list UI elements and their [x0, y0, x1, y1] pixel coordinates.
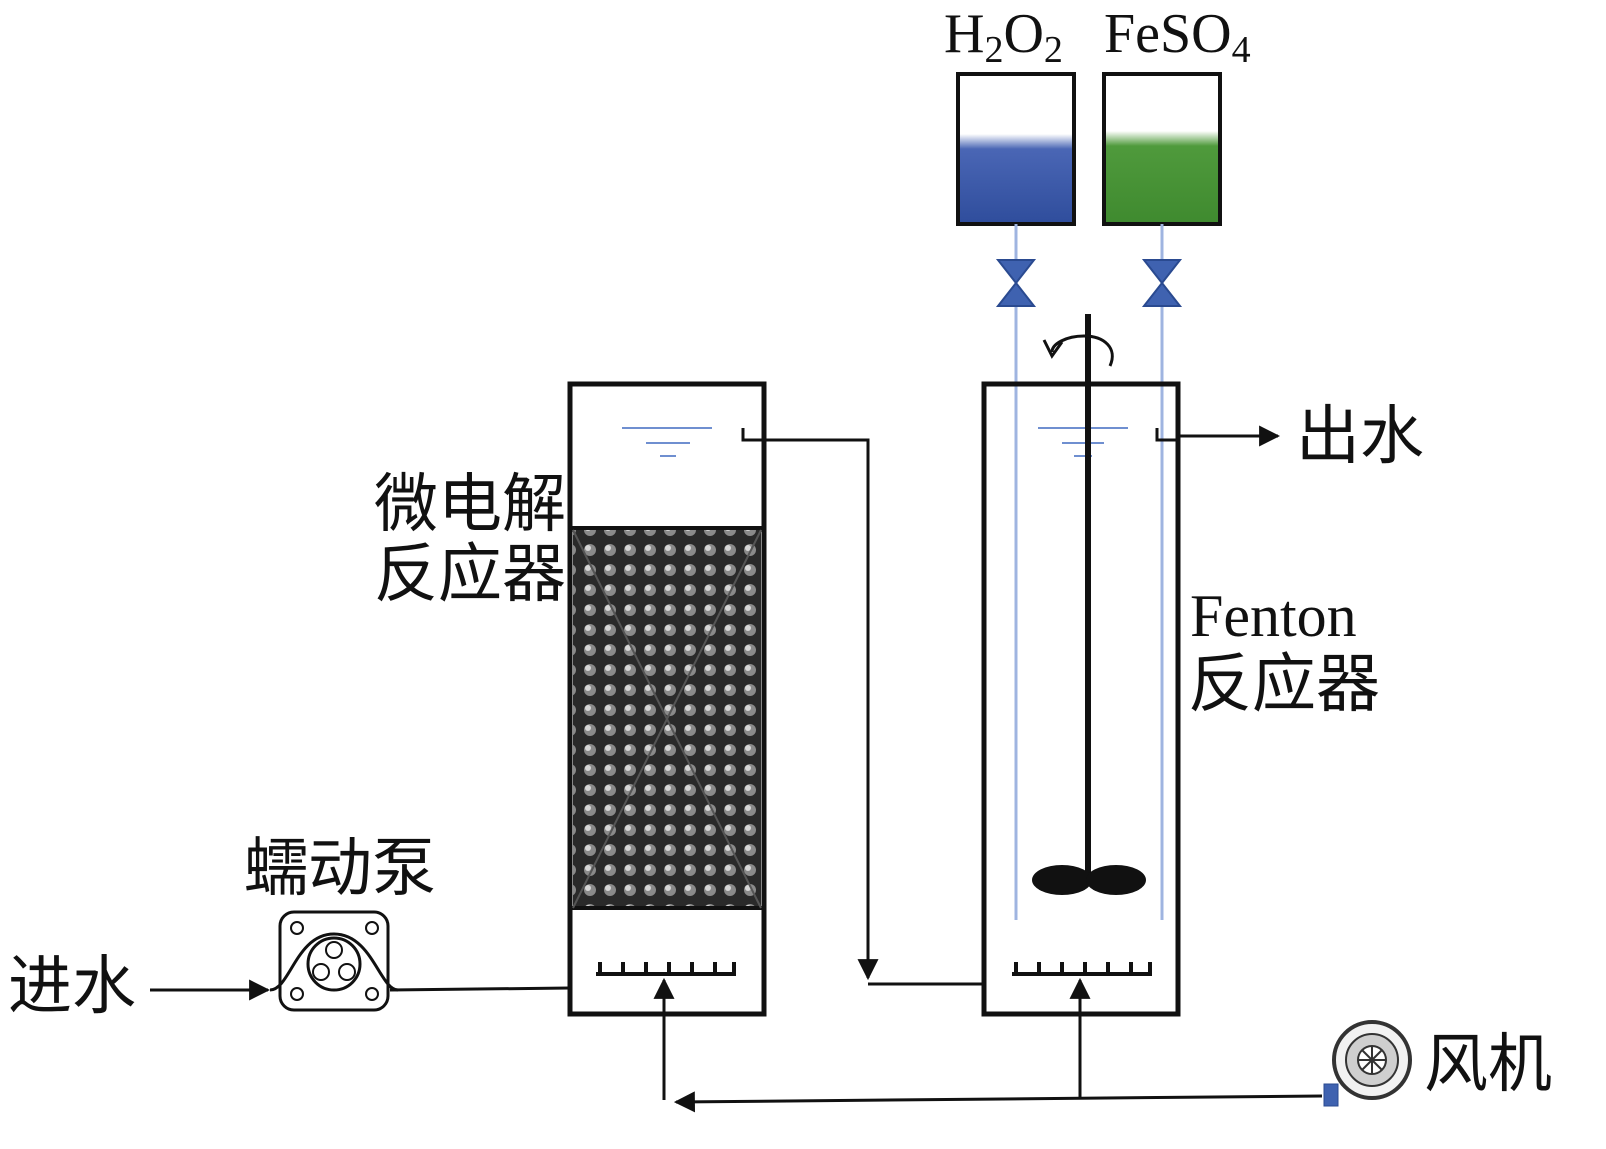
valve-icon — [1141, 259, 1183, 307]
rotation-arrow-icon — [1042, 334, 1114, 367]
air-supply-pipe — [653, 977, 1323, 1113]
peristaltic-pump-icon — [269, 910, 399, 1012]
blower-icon — [1323, 1020, 1412, 1107]
micro-electrolysis-reactor — [567, 381, 767, 1017]
pump-outlet-pipe — [389, 986, 571, 992]
stirrer-icon — [1032, 314, 1146, 895]
water-level-mark — [1038, 427, 1128, 457]
micro-reactor-label-line2: 反应器 — [374, 539, 566, 610]
fenton-label-line1: Fenton — [1190, 583, 1357, 649]
aeration-diffuser — [596, 962, 736, 976]
transfer-pipe — [764, 438, 879, 981]
blower-label: 风机 — [1424, 1029, 1552, 1100]
h2o2-tank — [956, 72, 1076, 226]
aeration-diffuser — [1012, 962, 1152, 976]
feso4-label: FeSO4 — [1104, 3, 1251, 71]
h2o2-label: H2O2 — [944, 3, 1063, 71]
outlet-label: 出水 — [1296, 401, 1424, 472]
pump-label: 蠕动泵 — [244, 833, 436, 904]
water-level-mark — [622, 427, 712, 457]
fenton-label-line2: 反应器 — [1188, 649, 1380, 720]
micro-reactor-label-line1: 微电解 — [374, 469, 566, 540]
feso4-tank — [1102, 72, 1222, 226]
fenton-reactor — [981, 314, 1181, 1017]
inlet-label: 进水 — [8, 951, 136, 1022]
valve-icon — [995, 259, 1037, 307]
